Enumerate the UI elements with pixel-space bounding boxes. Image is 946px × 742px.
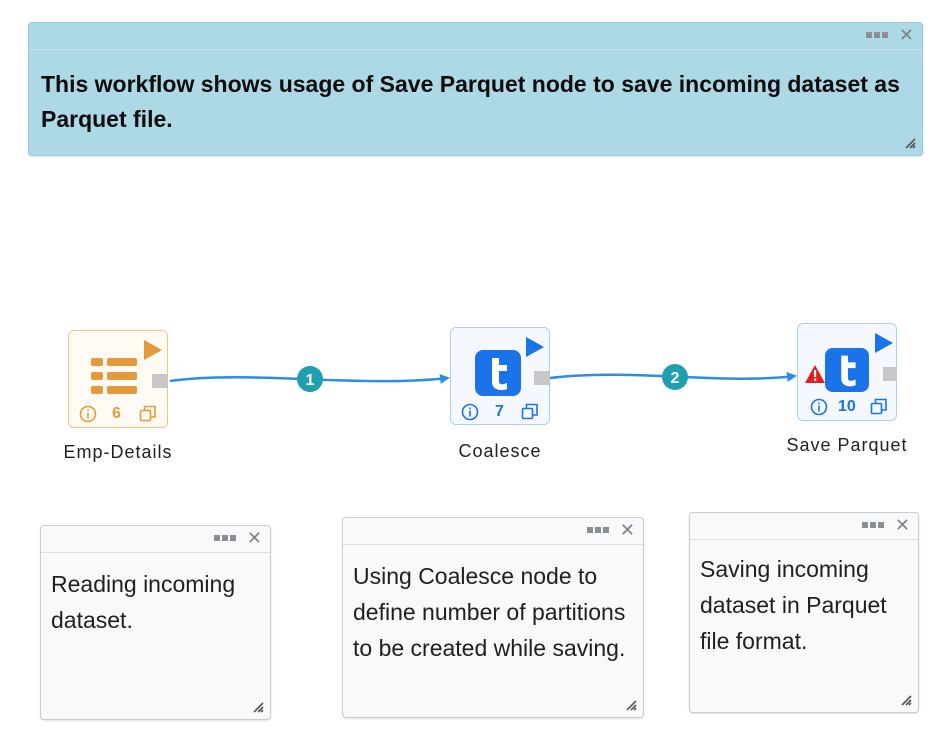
- copy-icon[interactable]: [521, 403, 539, 421]
- node-count: 10: [838, 398, 856, 415]
- note-header: ✕: [343, 518, 643, 545]
- run-icon[interactable]: [525, 336, 545, 358]
- copy-icon[interactable]: [139, 405, 157, 423]
- info-icon[interactable]: [79, 405, 97, 423]
- note-header: ✕: [41, 526, 270, 553]
- connection-label: 2: [671, 370, 680, 387]
- note-text: This workflow shows usage of Save Parque…: [41, 71, 900, 132]
- node-box[interactable]: 6: [68, 330, 168, 428]
- node-label: Coalesce: [458, 441, 542, 461]
- t-transform-icon: [475, 350, 521, 396]
- connection-badge: [297, 366, 323, 392]
- run-icon[interactable]: [143, 339, 163, 361]
- note-header: ✕: [29, 23, 922, 50]
- more-options-icon[interactable]: [862, 522, 884, 530]
- close-icon[interactable]: ✕: [246, 528, 262, 548]
- close-icon[interactable]: ✕: [898, 25, 914, 45]
- info-icon[interactable]: [810, 398, 828, 416]
- node-count: 7: [495, 403, 504, 420]
- resize-handle-icon[interactable]: [904, 137, 916, 149]
- t-transform-icon: [825, 348, 869, 392]
- more-options-icon[interactable]: [214, 535, 236, 543]
- warning-icon[interactable]: [804, 364, 826, 384]
- node-label: Emp-Details: [63, 442, 173, 462]
- note-text: Reading incoming dataset.: [51, 571, 236, 633]
- output-port[interactable]: [534, 371, 550, 385]
- note-emp-details[interactable]: ✕ Reading incoming dataset.: [40, 525, 271, 720]
- resize-handle-icon[interactable]: [900, 694, 912, 706]
- close-icon[interactable]: ✕: [619, 520, 635, 540]
- note-save-parquet[interactable]: ✕ Saving incoming dataset in Parquet fil…: [689, 512, 919, 713]
- note-text: Using Coalesce node to define number of …: [353, 563, 626, 661]
- note-text: Saving incoming dataset in Parquet file …: [700, 556, 887, 654]
- node-count: 6: [112, 405, 121, 422]
- connection-badge: [662, 364, 688, 390]
- copy-icon[interactable]: [870, 398, 888, 416]
- table-icon: [91, 358, 137, 394]
- node-box[interactable]: 7: [450, 327, 550, 425]
- header-note[interactable]: ✕ This workflow shows usage of Save Parq…: [28, 22, 923, 156]
- info-icon[interactable]: [461, 403, 479, 421]
- node-label: Save Parquet: [786, 435, 908, 455]
- resize-handle-icon[interactable]: [252, 701, 264, 713]
- resize-handle-icon[interactable]: [625, 699, 637, 711]
- note-coalesce[interactable]: ✕ Using Coalesce node to define number o…: [342, 517, 644, 718]
- node-emp-details[interactable]: 6 Emp-Details: [63, 330, 172, 462]
- node-box[interactable]: 10: [797, 323, 897, 421]
- output-port[interactable]: [883, 367, 897, 381]
- run-icon[interactable]: [874, 332, 894, 354]
- note-header: ✕: [690, 513, 918, 540]
- connection-label: 1: [306, 372, 315, 389]
- more-options-icon[interactable]: [866, 32, 888, 40]
- more-options-icon[interactable]: [587, 527, 609, 535]
- node-save-parquet[interactable]: 10 Save Parquet: [786, 323, 907, 455]
- node-coalesce[interactable]: 7 Coalesce: [450, 327, 552, 461]
- close-icon[interactable]: ✕: [894, 515, 910, 535]
- output-port[interactable]: [152, 374, 168, 388]
